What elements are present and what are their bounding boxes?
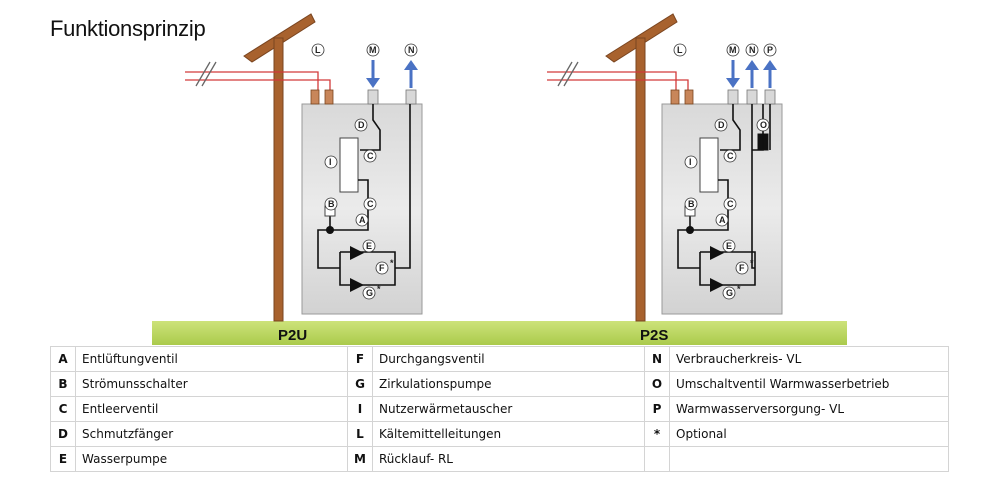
marker-i-p2u: I bbox=[329, 157, 332, 167]
house-wall-p2u bbox=[243, 13, 316, 322]
marker-l-p2s: L bbox=[677, 45, 683, 55]
marker-n-p2u: N bbox=[408, 45, 415, 55]
cabinet-p2u bbox=[301, 103, 423, 315]
legend-text: Durchgangsventil bbox=[372, 346, 645, 372]
legend-row: C Entleerventil I Nutzerwärmetauscher P … bbox=[50, 396, 949, 422]
legend-key: N bbox=[644, 346, 670, 372]
unit-label-p2u: P2U bbox=[278, 327, 307, 344]
marker-f-p2u: F bbox=[379, 263, 385, 273]
markers-p2s bbox=[673, 43, 777, 300]
legend-text: Zirkulationspumpe bbox=[372, 371, 645, 397]
flow-arrows-p2u bbox=[366, 60, 418, 88]
marker-b-p2u: B bbox=[328, 199, 335, 209]
legend-key bbox=[644, 446, 670, 472]
marker-c2-p2s: C bbox=[727, 199, 734, 209]
page-title: Funktionsprinzip bbox=[50, 16, 206, 41]
legend-text: Rücklauf- RL bbox=[372, 446, 645, 472]
legend-row: E Wasserpumpe M Rücklauf- RL bbox=[50, 446, 949, 472]
legend-text: Optional bbox=[669, 421, 949, 447]
marker-f-p2s: F bbox=[739, 263, 745, 273]
marker-p-p2s: P bbox=[767, 45, 773, 55]
marker-e-p2s: E bbox=[726, 241, 732, 251]
function-diagram: P2U P2S bbox=[152, 13, 847, 345]
legend-row: B Strömunsschalter G Zirkulationspumpe O… bbox=[50, 371, 949, 397]
optional-mark-g-p2s: * bbox=[737, 284, 741, 294]
legend-key: O bbox=[644, 371, 670, 397]
marker-m-p2u: M bbox=[369, 45, 377, 55]
legend-key: G bbox=[347, 371, 373, 397]
legend-text: Entleerventil bbox=[75, 396, 348, 422]
legend-text: Schmutzfänger bbox=[75, 421, 348, 447]
unit-p2u: L M N D C I C B A E F G * * bbox=[185, 13, 423, 322]
ground-bar bbox=[152, 321, 847, 345]
pump-e-p2s bbox=[710, 246, 724, 260]
marker-l-p2u: L bbox=[315, 45, 321, 55]
pump-e-p2u bbox=[350, 246, 364, 260]
legend-row: A Entlüftungventil F Durchgangsventil N … bbox=[50, 346, 949, 372]
pump-g-p2u bbox=[350, 278, 364, 292]
unit-label-p2s: P2S bbox=[640, 327, 668, 344]
markers-p2u bbox=[311, 43, 418, 300]
legend-key: L bbox=[347, 421, 373, 447]
legend-text: Warmwasserversorgung- VL bbox=[669, 396, 949, 422]
legend-row: D Schmutzfänger L Kältemittelleitungen *… bbox=[50, 421, 949, 447]
marker-b-p2s: B bbox=[688, 199, 695, 209]
legend-key: I bbox=[347, 396, 373, 422]
flow-arrows-p2s bbox=[726, 60, 777, 88]
house-wall-p2s bbox=[605, 13, 678, 322]
pump-g-p2s bbox=[710, 278, 724, 292]
legend-text: Verbraucherkreis- VL bbox=[669, 346, 949, 372]
marker-d-p2u: D bbox=[358, 120, 365, 130]
legend-key: B bbox=[50, 371, 76, 397]
unit-p2s: L M N P D O C I C B A E F G * * bbox=[547, 13, 783, 322]
marker-c2-p2u: C bbox=[367, 199, 374, 209]
marker-g-p2u: G bbox=[366, 288, 373, 298]
heat-exchanger-p2s bbox=[699, 137, 719, 193]
marker-c1-p2u: C bbox=[367, 151, 374, 161]
heat-exchanger-p2u bbox=[339, 137, 359, 193]
legend-key: D bbox=[50, 421, 76, 447]
marker-e-p2u: E bbox=[366, 241, 372, 251]
marker-a-p2s: A bbox=[719, 215, 726, 225]
legend-table: A Entlüftungventil F Durchgangsventil N … bbox=[50, 346, 949, 472]
marker-c1-p2s: C bbox=[727, 151, 734, 161]
marker-i-p2s: I bbox=[689, 157, 692, 167]
optional-mark-f-p2u: * bbox=[390, 258, 394, 268]
legend-key: A bbox=[50, 346, 76, 372]
legend-text: Nutzerwärmetauscher bbox=[372, 396, 645, 422]
legend-text: Kältemittelleitungen bbox=[372, 421, 645, 447]
marker-n-p2s: N bbox=[749, 45, 756, 55]
marker-m-p2s: M bbox=[729, 45, 737, 55]
legend-text: Entlüftungventil bbox=[75, 346, 348, 372]
legend-text: Wasserpumpe bbox=[75, 446, 348, 472]
optional-mark-f-p2s: * bbox=[750, 258, 754, 268]
legend-key: C bbox=[50, 396, 76, 422]
optional-mark-g-p2u: * bbox=[377, 284, 381, 294]
legend-key: M bbox=[347, 446, 373, 472]
legend-key: * bbox=[644, 421, 670, 447]
legend-text: Strömunsschalter bbox=[75, 371, 348, 397]
legend-key: P bbox=[644, 396, 670, 422]
legend-key: F bbox=[347, 346, 373, 372]
marker-d-p2s: D bbox=[718, 120, 725, 130]
water-circuit-p2s bbox=[677, 104, 771, 286]
legend-text bbox=[669, 446, 949, 472]
marker-a-p2u: A bbox=[359, 215, 366, 225]
marker-o-p2s: O bbox=[760, 120, 767, 130]
marker-g-p2s: G bbox=[726, 288, 733, 298]
legend-text: Umschaltventil Warmwasserbetrieb bbox=[669, 371, 949, 397]
legend-key: E bbox=[50, 446, 76, 472]
